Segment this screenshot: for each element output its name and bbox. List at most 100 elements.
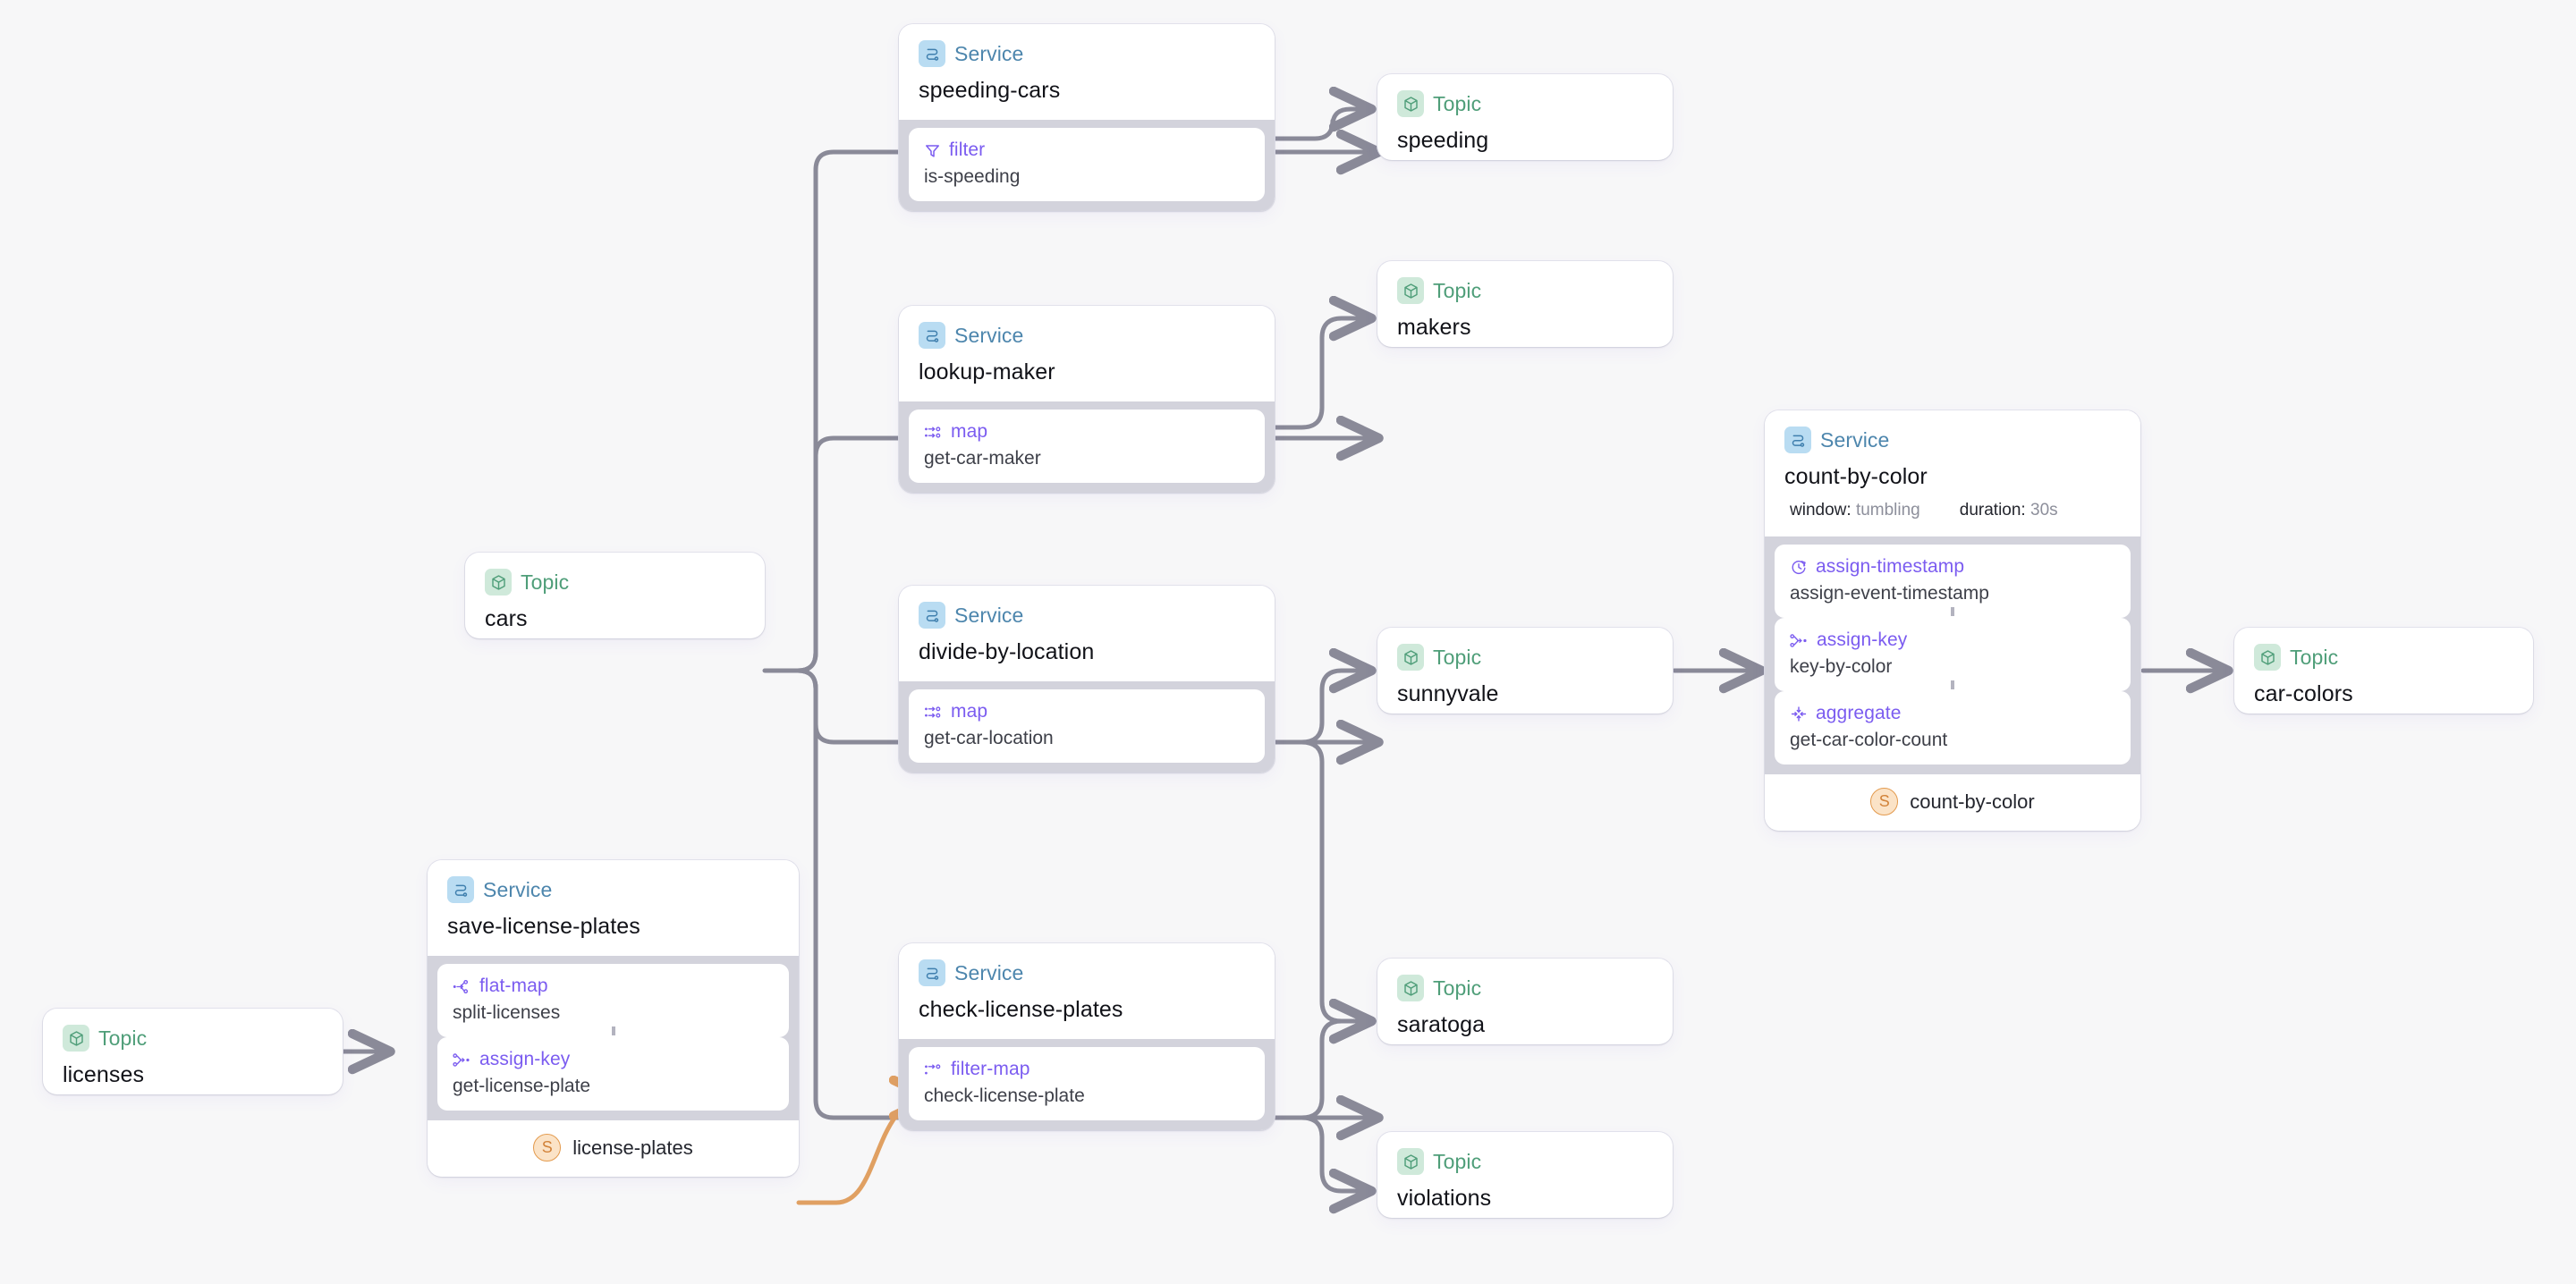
node-title: speeding <box>1397 128 1489 153</box>
node-topic-cars[interactable]: Topic cars <box>465 553 765 638</box>
operator-assign-key[interactable]: assign-key key-by-color <box>1775 618 2131 691</box>
edge-check-saratoga <box>1272 1021 1370 1120</box>
service-kind-label: Service <box>483 877 553 901</box>
window-value: tumbling <box>1855 501 1920 520</box>
service-kind-label: Service <box>954 603 1024 627</box>
operator-header: assign-key <box>1790 629 2115 651</box>
node-service-check-license-plates[interactable]: Service check-license-plates filter-map <box>899 943 1275 1130</box>
window-meta: window: tumbling <box>1790 501 1920 520</box>
operator-flat-map[interactable]: flat-map split-licenses <box>437 964 789 1037</box>
service-kind-row: Service <box>447 876 779 903</box>
operator-band: flat-map split-licenses <box>428 956 799 1120</box>
operator-header: flat-map <box>453 976 774 997</box>
topic-kind-label: Topic <box>1433 278 1482 302</box>
funnel-icon <box>924 142 941 159</box>
service-header: Service check-license-plates <box>899 943 1275 1039</box>
service-kind-label: Service <box>954 41 1024 65</box>
node-topic-sunnyvale[interactable]: Topic sunnyvale <box>1377 628 1673 714</box>
operator-function: assign-event-timestamp <box>1790 583 1989 604</box>
operator-type: filter-map <box>951 1059 1030 1079</box>
cube-icon <box>485 569 512 596</box>
operator-header: assign-timestamp <box>1790 556 2115 578</box>
operator-header: aggregate <box>1790 703 2115 724</box>
topic-kind-row: Topic <box>63 1025 323 1052</box>
operator-filter[interactable]: filter is-speeding <box>909 128 1265 201</box>
operator-band: filter is-speeding <box>899 120 1275 211</box>
operator-map[interactable]: map get-car-location <box>909 689 1265 763</box>
state-store-row[interactable]: S count-by-color <box>1765 774 2140 831</box>
edge-speeding-cars-speeding <box>1272 109 1370 141</box>
operator-connector <box>1951 680 1954 689</box>
node-title: cars <box>485 606 528 631</box>
duration-value: 30s <box>2030 501 2058 520</box>
service-kind-label: Service <box>954 323 1024 347</box>
cube-icon <box>1397 1148 1424 1175</box>
topic-kind-label: Topic <box>1433 1149 1482 1173</box>
node-service-speeding-cars[interactable]: Service speeding-cars filter is-speeding <box>899 24 1275 211</box>
operator-type: aggregate <box>1816 703 1902 723</box>
aggregate-icon <box>1790 705 1808 722</box>
operator-header: filter <box>924 139 1250 161</box>
node-title: sunnyvale <box>1397 681 1499 706</box>
node-topic-violations[interactable]: Topic violations <box>1377 1132 1673 1218</box>
service-header: Service divide-by-location <box>899 586 1275 681</box>
window-key: window: <box>1790 501 1852 520</box>
operator-map[interactable]: map get-car-maker <box>909 410 1265 483</box>
service-header: Service speeding-cars <box>899 24 1275 120</box>
node-service-lookup-maker[interactable]: Service lookup-maker <box>899 306 1275 493</box>
node-service-count-by-color[interactable]: Service count-by-color window: tumbling … <box>1765 410 2140 831</box>
map-icon <box>924 424 943 441</box>
topic-kind-row: Topic <box>485 569 745 596</box>
operator-function: get-car-maker <box>924 448 1041 469</box>
topic-kind-label: Topic <box>1433 976 1482 1000</box>
state-badge-icon: S <box>1870 788 1899 815</box>
node-service-save-license-plates[interactable]: Service save-license-plates <box>428 860 799 1177</box>
node-title: licenses <box>63 1062 145 1087</box>
topic-kind-label: Topic <box>2290 645 2339 669</box>
state-store-row[interactable]: S license-plates <box>428 1120 799 1177</box>
operator-band: map get-car-location <box>899 681 1275 773</box>
operator-function: get-car-location <box>924 728 1054 748</box>
operator-band: assign-timestamp assign-event-timestamp <box>1765 536 2140 774</box>
operator-aggregate[interactable]: aggregate get-car-color-count <box>1775 691 2131 764</box>
node-topic-makers[interactable]: Topic makers <box>1377 261 1673 347</box>
node-topic-car-colors[interactable]: Topic car-colors <box>2234 628 2533 714</box>
topic-kind-label: Topic <box>98 1026 148 1050</box>
topic-kind-row: Topic <box>1397 975 1653 1001</box>
route-icon <box>919 959 945 986</box>
filter-map-icon <box>924 1061 943 1078</box>
operator-function: get-car-color-count <box>1790 730 1948 750</box>
route-icon <box>919 40 945 67</box>
cube-icon <box>2254 644 2281 671</box>
operator-assign-key[interactable]: assign-key get-license-plate <box>437 1037 789 1111</box>
cube-icon <box>1397 644 1424 671</box>
node-title: lookup-maker <box>919 359 1055 384</box>
operator-assign-timestamp[interactable]: assign-timestamp assign-event-timestamp <box>1775 545 2131 618</box>
node-title: saratoga <box>1397 1012 1486 1037</box>
node-topic-licenses[interactable]: Topic licenses <box>43 1009 343 1094</box>
node-topic-speeding[interactable]: Topic speeding <box>1377 74 1673 160</box>
node-topic-saratoga[interactable]: Topic saratoga <box>1377 959 1673 1044</box>
edge-lookup-maker-makers <box>1272 318 1370 430</box>
service-kind-row: Service <box>919 602 1255 629</box>
operator-function: split-licenses <box>453 1002 561 1023</box>
operator-header: filter-map <box>924 1059 1250 1080</box>
node-service-divide-by-location[interactable]: Service divide-by-location <box>899 586 1275 773</box>
operator-type: flat-map <box>479 976 548 996</box>
state-store-name: count-by-color <box>1910 790 2035 813</box>
assign-key-icon <box>1790 632 1809 649</box>
cube-icon <box>63 1025 89 1052</box>
operator-type: assign-key <box>1817 629 1908 650</box>
clock-icon <box>1790 559 1808 576</box>
service-kind-label: Service <box>954 960 1024 984</box>
cube-icon <box>1397 975 1424 1001</box>
node-title: car-colors <box>2254 681 2353 706</box>
topic-kind-row: Topic <box>2254 644 2513 671</box>
topic-kind-label: Topic <box>521 570 570 594</box>
route-icon <box>919 602 945 629</box>
operator-filter-map[interactable]: filter-map check-license-plate <box>909 1047 1265 1120</box>
operator-function: get-license-plate <box>453 1076 591 1096</box>
node-title: speeding-cars <box>919 78 1061 103</box>
